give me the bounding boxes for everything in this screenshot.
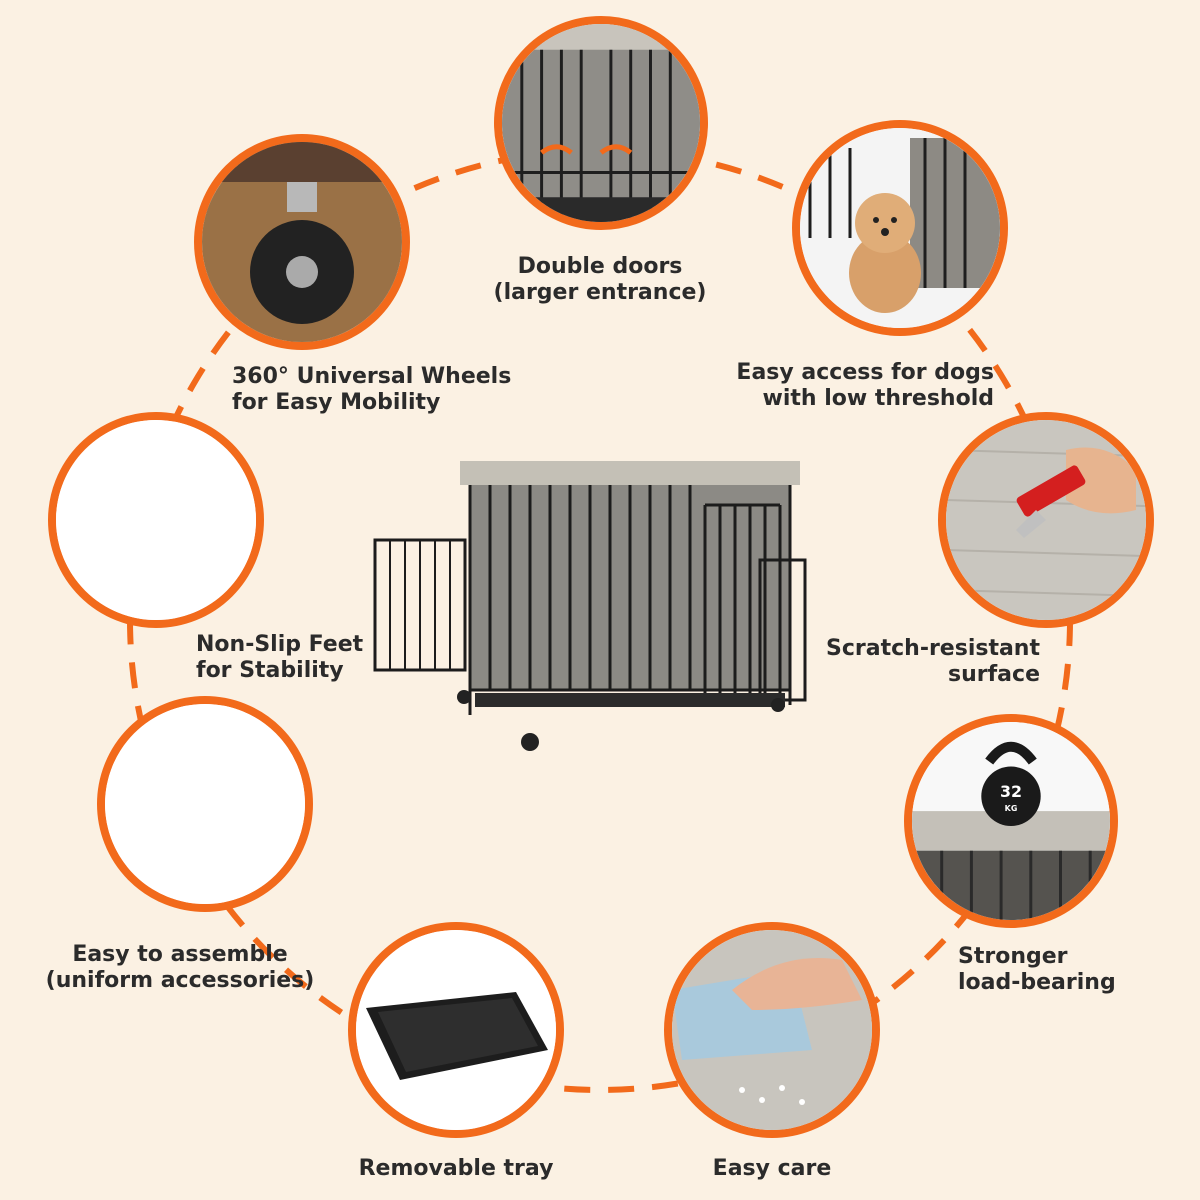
scratch-line1: Scratch-resistant (826, 636, 1040, 661)
non-slip-bubble (48, 412, 264, 628)
scratch-bubble (938, 412, 1154, 628)
dog-crate-icon (373, 461, 807, 751)
kettlebell-weight: 32 (1000, 782, 1022, 801)
load-bearing-line1: Stronger (958, 944, 1068, 969)
easy-access-label: Easy access for dogs with low threshold (694, 360, 994, 412)
non-slip-label: Non-Slip Feet for Stability (196, 632, 363, 684)
assemble-line1: Easy to assemble (72, 942, 288, 967)
kettlebell-unit: KG (1005, 804, 1018, 813)
load-bearing-bubble: 32 KG (904, 714, 1118, 928)
double-doors-bubble (494, 16, 708, 230)
wheels-bubble (194, 134, 410, 350)
non-slip-line2: for Stability (196, 658, 344, 683)
scratch-label: Scratch-resistant surface (800, 636, 1040, 688)
tray-line1: Removable tray (358, 1156, 554, 1181)
wheels-line1: 360° Universal Wheels (232, 364, 512, 389)
assemble-bubble (97, 696, 313, 912)
easy-care-line1: Easy care (712, 1156, 832, 1181)
wheels-line2: for Easy Mobility (232, 390, 441, 415)
load-bearing-line2: load-bearing (958, 970, 1116, 995)
feet-icon (56, 420, 256, 620)
double-doors-icon (502, 24, 700, 222)
caster-wheel-icon (202, 142, 402, 342)
tray-icon (356, 930, 556, 1130)
wheels-label: 360° Universal Wheels for Easy Mobility (232, 364, 511, 416)
easy-care-bubble (664, 922, 880, 1138)
tray-bubble (348, 922, 564, 1138)
double-doors-line2: (larger entrance) (493, 280, 707, 305)
load-bearing-label: Stronger load-bearing (958, 944, 1116, 996)
double-doors-line1: Double doors (517, 254, 683, 279)
assemble-label: Easy to assemble (uniform accessories) (30, 942, 330, 994)
scratch-line2: surface (948, 662, 1040, 687)
easy-access-bubble (792, 120, 1008, 336)
cleaning-cloth-icon (672, 930, 872, 1130)
utility-knife-icon (946, 420, 1146, 620)
non-slip-line1: Non-Slip Feet (196, 632, 364, 657)
tray-label: Removable tray (336, 1156, 576, 1182)
double-doors-label: Double doors (larger entrance) (470, 254, 730, 306)
easy-access-line1: Easy access for dogs (736, 360, 994, 385)
assembly-icon (105, 704, 305, 904)
dog-icon (800, 128, 1000, 328)
easy-access-line2: with low threshold (762, 386, 994, 411)
kettlebell-icon: 32 KG (912, 722, 1110, 920)
easy-care-label: Easy care (652, 1156, 892, 1182)
assemble-line2: (uniform accessories) (45, 968, 315, 993)
